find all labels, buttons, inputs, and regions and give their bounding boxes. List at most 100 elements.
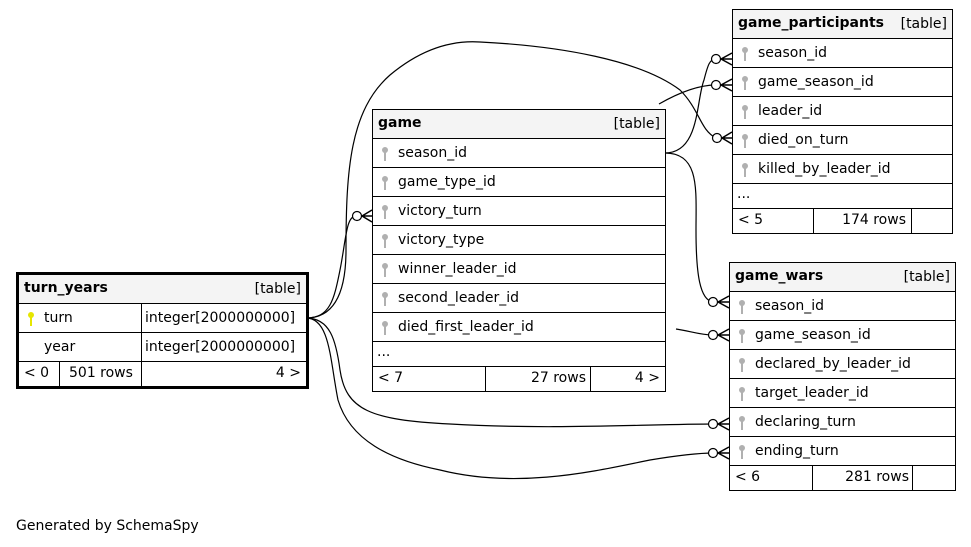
column-row[interactable]: leader_id bbox=[733, 97, 952, 126]
edge-end-circle bbox=[707, 296, 719, 308]
parent-count: < 7 bbox=[378, 370, 404, 386]
column-row[interactable]: victory_type bbox=[373, 226, 665, 255]
more-indicator: ... bbox=[377, 344, 391, 360]
edge-end-circle bbox=[707, 418, 719, 430]
column-row[interactable]: died_on_turn bbox=[733, 126, 952, 155]
column-row[interactable]: season_id bbox=[373, 139, 665, 168]
column-row[interactable]: winner_leader_id bbox=[373, 255, 665, 284]
crowfoot bbox=[717, 446, 730, 460]
column-name: season_id bbox=[398, 145, 467, 161]
table-name: game_wars bbox=[735, 268, 824, 284]
edge-end-circle bbox=[707, 447, 719, 459]
edge-game-to-wars-game-season bbox=[675, 328, 714, 336]
foreign-key-icon bbox=[742, 76, 748, 90]
column-row[interactable]: ending_turn bbox=[730, 437, 955, 466]
column-name: declared_by_leader_id bbox=[755, 356, 911, 372]
column-row[interactable]: declared_by_leader_id bbox=[730, 350, 955, 379]
crowfoot bbox=[717, 417, 730, 431]
more-columns: ... bbox=[373, 342, 665, 367]
column-name: died_on_turn bbox=[758, 132, 849, 148]
column-name: game_season_id bbox=[755, 327, 871, 343]
column-row[interactable]: game_season_id bbox=[733, 68, 952, 97]
more-columns: ... bbox=[733, 184, 952, 209]
foreign-key-icon bbox=[739, 358, 745, 372]
table-kind: [table] bbox=[900, 16, 947, 32]
crowfoot bbox=[717, 328, 730, 342]
crowfoot bbox=[717, 295, 730, 309]
edge-turn-to-game-victory-turn bbox=[305, 215, 357, 319]
edge-end-circle bbox=[707, 329, 719, 341]
edge-end-circle bbox=[711, 132, 723, 144]
column-row[interactable]: second_leader_id bbox=[373, 284, 665, 313]
table-name: game bbox=[378, 115, 422, 131]
column-name: year bbox=[44, 339, 76, 355]
table-game-participants[interactable]: game_participants [table] season_id game… bbox=[732, 9, 953, 234]
foreign-key-icon bbox=[382, 176, 388, 190]
column-name: killed_by_leader_id bbox=[758, 161, 891, 177]
column-row[interactable]: turn integer[2000000000] bbox=[19, 304, 306, 333]
column-name: game_type_id bbox=[398, 174, 496, 190]
primary-key-icon bbox=[28, 312, 34, 326]
edge-turn-to-participants-died-on-turn bbox=[305, 41, 717, 319]
foreign-key-icon bbox=[382, 147, 388, 161]
row-count: 501 rows bbox=[69, 365, 133, 381]
column-name: target_leader_id bbox=[755, 385, 869, 401]
table-kind: [table] bbox=[903, 269, 950, 285]
column-name: declaring_turn bbox=[755, 414, 856, 430]
foreign-key-icon bbox=[382, 205, 388, 219]
parent-count: < 6 bbox=[735, 469, 761, 485]
column-row[interactable]: target_leader_id bbox=[730, 379, 955, 408]
column-row[interactable]: died_first_leader_id bbox=[373, 313, 665, 342]
table-name: turn_years bbox=[24, 280, 108, 296]
column-row[interactable]: season_id bbox=[733, 39, 952, 68]
column-name: winner_leader_id bbox=[398, 261, 517, 277]
foreign-key-icon bbox=[382, 321, 388, 335]
column-name: died_first_leader_id bbox=[398, 319, 534, 335]
parent-count: < 0 bbox=[24, 365, 50, 381]
table-name: game_participants bbox=[738, 15, 884, 31]
edge-turn-to-wars-declaring-turn bbox=[305, 317, 715, 428]
table-game[interactable]: game [table] season_id game_type_id vict… bbox=[372, 109, 666, 392]
table-footer: < 5 174 rows bbox=[733, 209, 952, 233]
table-footer: < 0 501 rows 4 > bbox=[19, 362, 306, 386]
column-name: season_id bbox=[755, 298, 824, 314]
foreign-key-icon bbox=[742, 134, 748, 148]
column-row[interactable]: game_season_id bbox=[730, 321, 955, 350]
table-turn-years[interactable]: turn_years [table] turn integer[20000000… bbox=[16, 272, 309, 389]
edge-game-season-to-wars-season bbox=[664, 152, 714, 303]
parent-count: < 5 bbox=[738, 212, 764, 228]
column-row[interactable]: season_id bbox=[730, 292, 955, 321]
generated-by-footer: Generated by SchemaSpy bbox=[16, 518, 199, 534]
column-row[interactable]: year integer[2000000000] bbox=[19, 333, 306, 362]
column-row[interactable]: game_type_id bbox=[373, 168, 665, 197]
edge-end-circle bbox=[351, 210, 363, 222]
crowfoot bbox=[720, 78, 733, 92]
table-header: game_wars [table] bbox=[730, 263, 955, 292]
crowfoot bbox=[361, 209, 373, 223]
column-row[interactable]: declaring_turn bbox=[730, 408, 955, 437]
foreign-key-icon bbox=[382, 234, 388, 248]
foreign-key-icon bbox=[742, 47, 748, 61]
foreign-key-icon bbox=[382, 263, 388, 277]
edge-turn-to-wars-ending-turn bbox=[305, 317, 715, 480]
column-name: second_leader_id bbox=[398, 290, 520, 306]
column-row[interactable]: victory_turn bbox=[373, 197, 665, 226]
table-game-wars[interactable]: game_wars [table] season_id game_season_… bbox=[729, 262, 956, 491]
column-name: ending_turn bbox=[755, 443, 839, 459]
edge-game-season-to-participants-season bbox=[664, 58, 717, 154]
table-header: game [table] bbox=[373, 110, 665, 139]
crowfoot bbox=[721, 131, 733, 145]
table-footer: < 6 281 rows bbox=[730, 466, 955, 490]
column-row[interactable]: killed_by_leader_id bbox=[733, 155, 952, 184]
edge-end-circle bbox=[710, 79, 722, 91]
foreign-key-icon bbox=[382, 292, 388, 306]
row-count: 27 rows bbox=[530, 370, 586, 386]
row-count: 281 rows bbox=[845, 469, 909, 485]
table-kind: [table] bbox=[254, 281, 301, 297]
foreign-key-icon bbox=[739, 387, 745, 401]
child-count: 4 > bbox=[634, 370, 660, 386]
crowfoot bbox=[720, 52, 733, 66]
column-name: victory_type bbox=[398, 232, 485, 248]
row-count: 174 rows bbox=[842, 212, 906, 228]
